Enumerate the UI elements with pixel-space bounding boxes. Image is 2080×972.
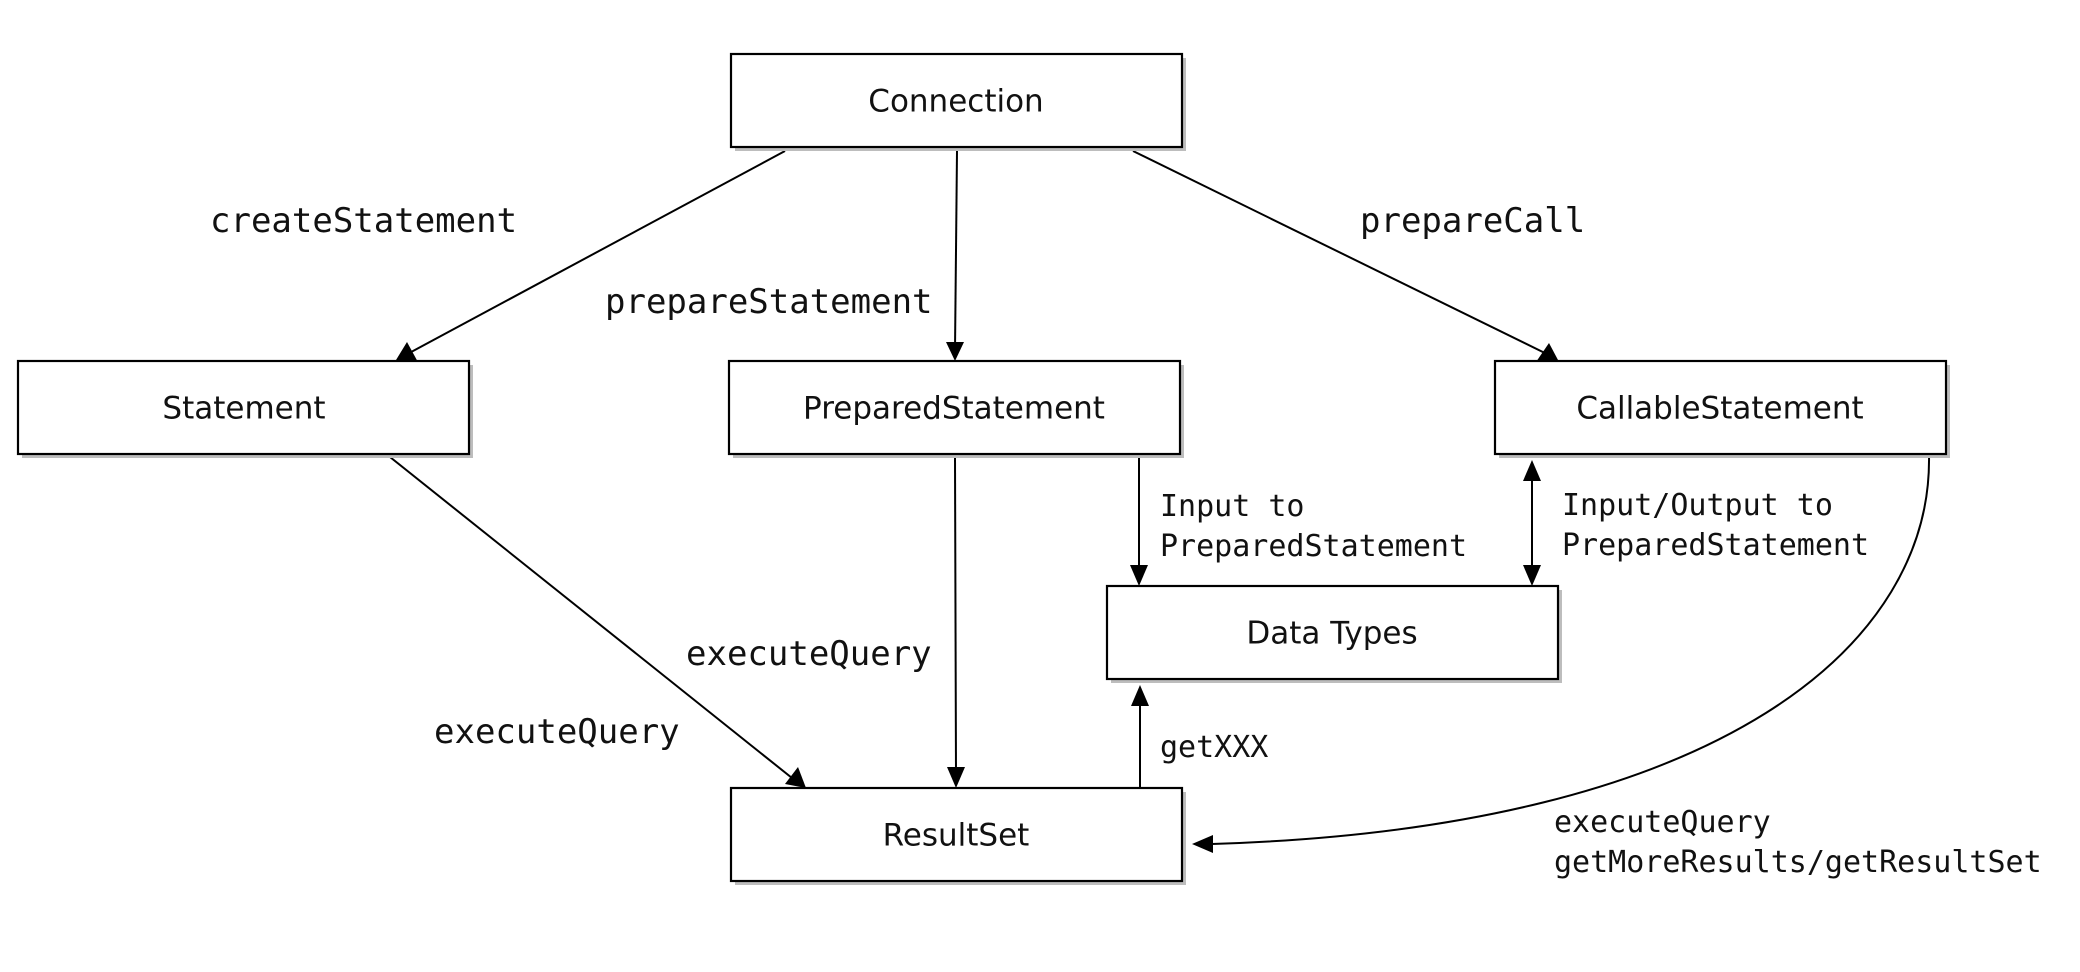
edge-labels: createStatement prepareStatement prepare… — [210, 201, 2042, 880]
arrowhead-callable-resultset — [1192, 835, 1213, 853]
label-prepared-execute-query: executeQuery — [686, 634, 932, 674]
edge-statement-to-resultset — [389, 456, 798, 783]
label-prepare-call: prepareCall — [1360, 201, 1585, 241]
node-data-types: Data Types — [1105, 584, 1562, 683]
label-create-statement: createStatement — [210, 201, 517, 241]
label-prepare-statement: prepareStatement — [605, 282, 933, 322]
edge-callable-to-resultset-curve — [1211, 455, 1931, 845]
node-connection: Connection — [729, 52, 1186, 151]
node-callable-statement: CallableStatement — [1493, 359, 1950, 458]
label-input-output-line2: PreparedStatement — [1562, 528, 1869, 563]
edge-connection-to-prepared-statement — [954, 150, 958, 351]
node-label-callable-statement: CallableStatement — [1576, 391, 1863, 427]
arrowhead-resultset-datatypes — [1131, 685, 1149, 706]
node-result-set: ResultSet — [729, 786, 1186, 885]
node-label-data-types: Data Types — [1246, 616, 1417, 652]
edge-connection-to-statement — [399, 150, 786, 359]
label-input-to-line2: PreparedStatement — [1160, 529, 1467, 564]
label-callable-results-line2: getMoreResults/getResultSet — [1554, 845, 2042, 880]
edge-prepared-statement-to-resultset — [954, 456, 957, 777]
node-label-connection: Connection — [868, 84, 1043, 120]
label-callable-results-line1: executeQuery — [1554, 805, 1771, 840]
arrowhead-callable-up — [1523, 460, 1541, 481]
arrowhead-prepared-statement — [946, 342, 964, 361]
arrowhead-prepared-resultset — [947, 767, 965, 788]
label-input-to-line1: Input to — [1160, 489, 1305, 524]
arrowhead-statement-resultset — [785, 767, 806, 788]
edge-connection-to-callable-statement — [1132, 150, 1556, 359]
label-input-output-line1: Input/Output to — [1562, 488, 1833, 523]
node-statement: Statement — [16, 359, 473, 458]
node-label-result-set: ResultSet — [883, 818, 1030, 854]
arrowhead-statement — [396, 342, 419, 364]
label-statement-execute-query: executeQuery — [434, 712, 680, 752]
node-label-prepared-statement: PreparedStatement — [803, 391, 1105, 427]
edges — [389, 150, 1931, 853]
node-prepared-statement: PreparedStatement — [727, 359, 1184, 458]
node-label-statement: Statement — [162, 391, 325, 427]
arrowhead-prepared-datatypes — [1130, 565, 1148, 586]
arrowhead-datatypes-down — [1523, 565, 1541, 586]
arrowhead-callable-statement — [1536, 343, 1558, 362]
label-get-xxx: getXXX — [1160, 730, 1268, 765]
